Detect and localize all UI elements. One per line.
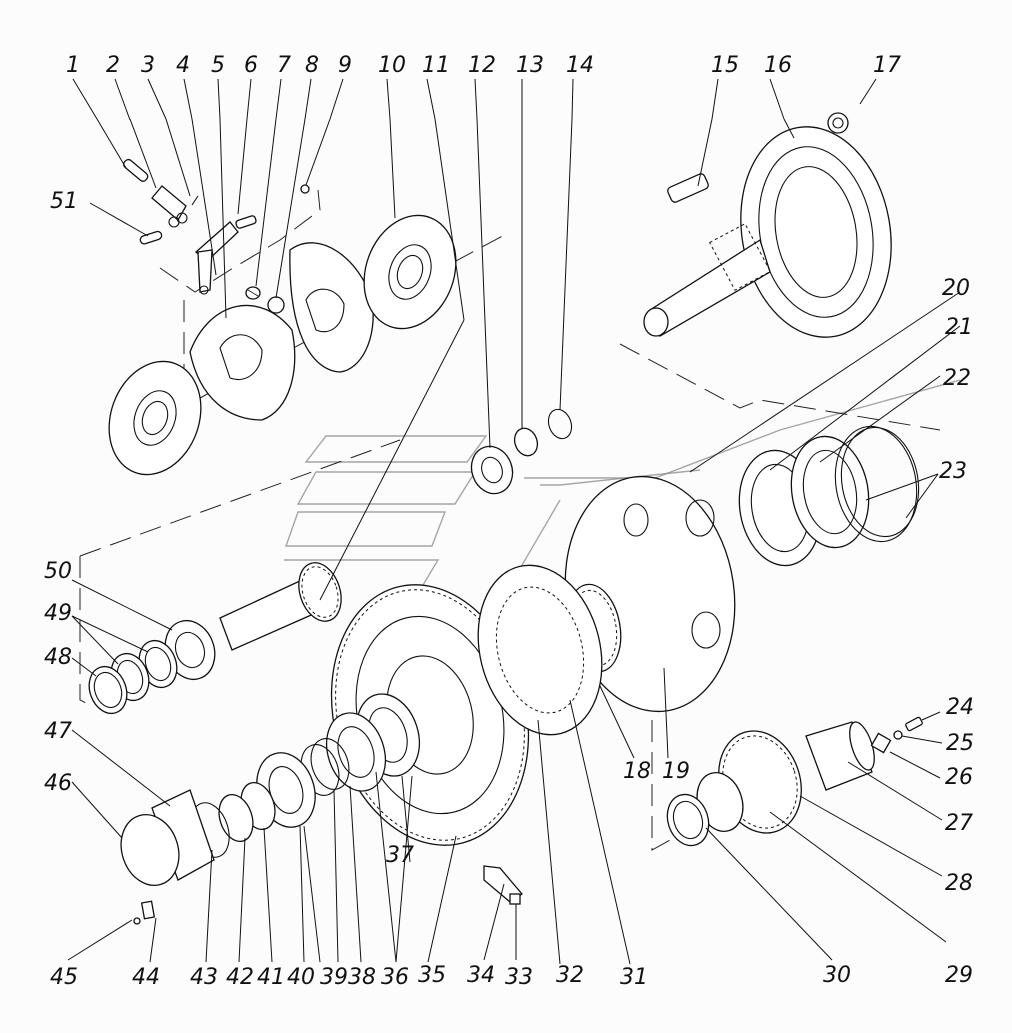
callout-3: 3 <box>141 53 155 78</box>
callout-47: 47 <box>44 719 72 744</box>
part-15-bolt <box>667 173 709 203</box>
callout-35: 35 <box>418 963 446 988</box>
callout-10: 10 <box>378 53 406 78</box>
callout-36: 36 <box>381 965 409 990</box>
callout-1: 1 <box>66 53 80 78</box>
callout-41: 41 <box>257 965 285 990</box>
callout-22: 22 <box>943 366 971 391</box>
part-50-input-shaft <box>164 562 342 681</box>
part-10-friction-disc <box>363 214 457 330</box>
callout-46: 46 <box>44 771 72 796</box>
part-30-washer <box>666 793 710 847</box>
callout-5: 5 <box>211 53 225 78</box>
callout-23: 23 <box>939 459 967 484</box>
callout-26: 26 <box>945 765 973 790</box>
callout-6: 6 <box>244 53 258 78</box>
callout-29: 29 <box>945 963 973 988</box>
part-44-lock-plate <box>140 900 156 920</box>
callout-8: 8 <box>305 53 319 78</box>
callout-51: 51 <box>50 189 78 214</box>
part-22-bearing <box>790 435 870 549</box>
part-36-bearing <box>325 712 387 792</box>
callout-31: 31 <box>620 965 648 990</box>
callout-13: 13 <box>516 53 544 78</box>
callout-16: 16 <box>764 53 792 78</box>
part-8-ball <box>267 296 285 314</box>
callout-38: 38 <box>348 965 376 990</box>
part-24-bolt <box>905 716 923 732</box>
part-31-ring <box>477 564 603 736</box>
callout-15: 15 <box>711 53 739 78</box>
part-3-cotter <box>191 195 199 206</box>
callout-labels: 1 2 3 4 5 6 7 8 9 10 11 12 13 14 15 16 1… <box>44 53 974 990</box>
callout-33: 33 <box>505 965 533 990</box>
part-17-nut <box>827 112 849 134</box>
housing-plate <box>289 242 374 373</box>
callout-34: 34 <box>467 963 495 988</box>
part-41-42-rings <box>218 781 276 843</box>
part-1-pin <box>123 158 149 182</box>
callout-27: 27 <box>945 811 973 836</box>
part-26-lock-plate <box>870 732 892 754</box>
part-25-washer <box>893 730 903 740</box>
callout-43: 43 <box>190 965 218 990</box>
callout-24: 24 <box>946 695 974 720</box>
callout-19: 19 <box>662 759 690 784</box>
part-12-bearing <box>470 445 514 495</box>
callout-32: 32 <box>556 963 584 988</box>
part-16-flange-shaft <box>643 126 892 338</box>
callout-11: 11 <box>422 53 450 78</box>
callout-14: 14 <box>566 53 594 78</box>
part-45-bolt <box>133 917 141 925</box>
part-23-rings <box>834 425 920 543</box>
callout-30: 30 <box>823 963 851 988</box>
part-7-spring <box>245 286 261 300</box>
callout-7: 7 <box>277 53 291 78</box>
callout-37: 37 <box>386 843 414 868</box>
callout-9: 9 <box>338 53 352 78</box>
callout-28: 28 <box>945 871 973 896</box>
part-33-bolt <box>509 893 521 905</box>
callout-12: 12 <box>468 53 496 78</box>
callout-2: 2 <box>106 53 120 78</box>
part-13-ring <box>513 427 539 457</box>
callout-44: 44 <box>132 965 160 990</box>
pressure-plate <box>189 304 296 421</box>
callout-39: 39 <box>320 965 348 990</box>
part-2-clevis <box>151 185 188 228</box>
leader-lines <box>67 78 961 965</box>
callout-18: 18 <box>623 759 651 784</box>
callout-40: 40 <box>287 965 315 990</box>
callout-49: 49 <box>44 601 72 626</box>
part-46-cap <box>120 789 215 886</box>
friction-disc-lower <box>108 360 202 476</box>
callout-45: 45 <box>50 965 78 990</box>
callout-4: 4 <box>176 53 190 78</box>
callout-42: 42 <box>226 965 254 990</box>
part-51-pin <box>139 230 163 245</box>
part-4-lever <box>195 221 239 295</box>
part-14-ring <box>547 408 573 440</box>
callout-25: 25 <box>946 731 974 756</box>
callout-50: 50 <box>44 559 72 584</box>
part-48-washer <box>88 665 128 715</box>
callout-48: 48 <box>44 645 72 670</box>
part-9-nut <box>300 184 310 194</box>
part-27-shaft <box>805 721 875 791</box>
callout-21: 21 <box>945 315 973 340</box>
part-6-bolt <box>235 215 257 229</box>
callout-20: 20 <box>942 276 970 301</box>
callout-17: 17 <box>873 53 901 78</box>
